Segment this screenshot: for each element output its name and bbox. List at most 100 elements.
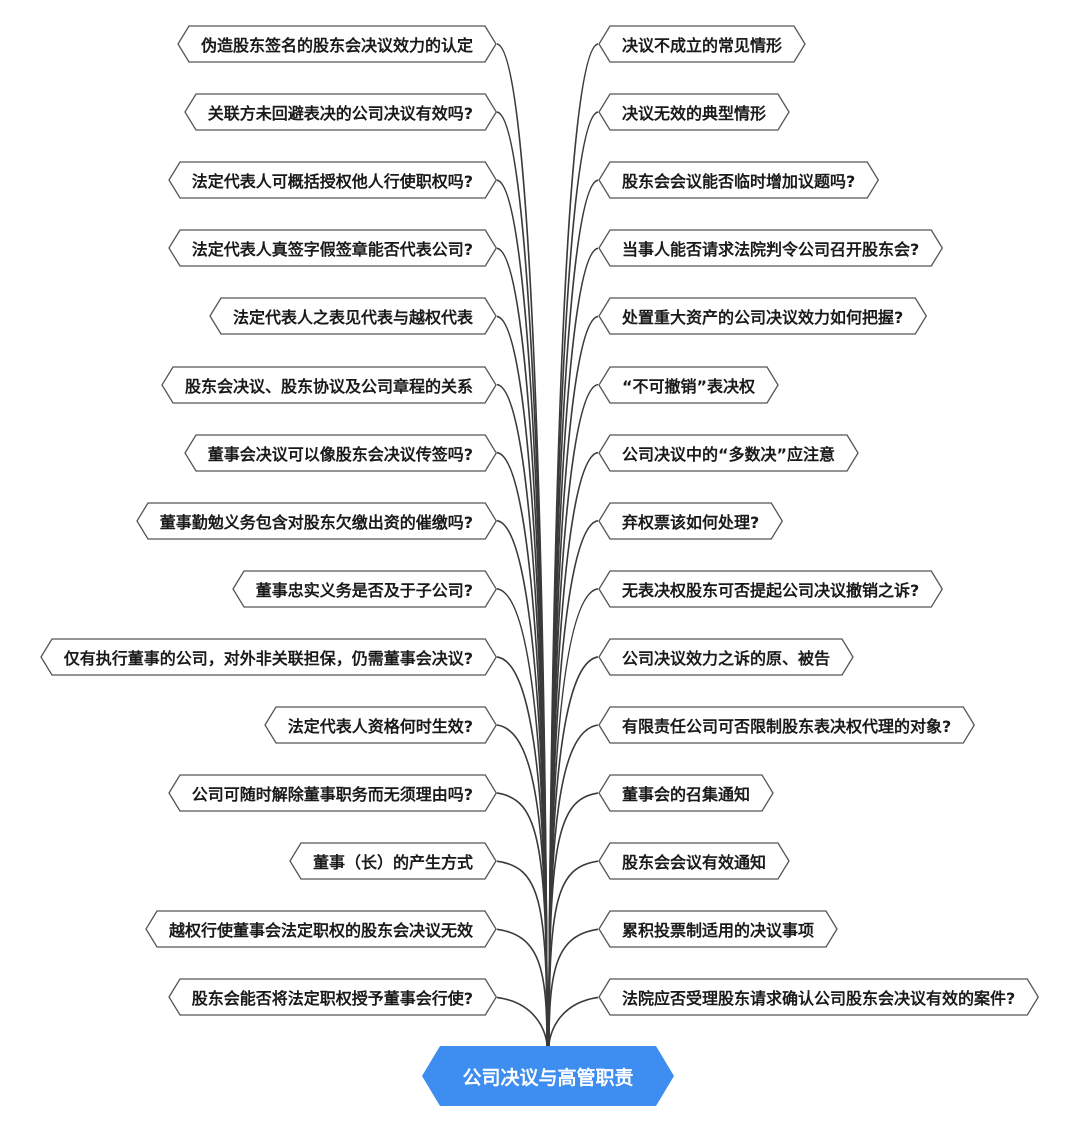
right-topic-node[interactable]: “不可撤销”表决权: [598, 365, 779, 404]
topic-shape: [289, 842, 497, 880]
right-topic-node[interactable]: 累积投票制适用的决议事项: [598, 910, 838, 948]
topic-label: 决议无效的典型情形: [621, 104, 766, 124]
topic-shape: [177, 25, 497, 63]
topic-label: 股东会决议、股东协议及公司章程的关系: [184, 376, 473, 396]
topic-label: 法定代表人可概括授权他人行使职权吗?: [191, 172, 473, 192]
topic-label: 处置重大资产的公司决议效力如何把握?: [621, 308, 904, 328]
topic-label: 股东会能否将法定职权授予董事会行使?: [191, 989, 473, 1009]
left-topic-node[interactable]: 关联方未回避表决的公司决议有效吗?: [183, 93, 497, 131]
topic-shape: [598, 297, 928, 336]
topic-shape: [135, 502, 497, 540]
topic-shape: [145, 910, 497, 948]
left-topic-node[interactable]: 伪造股东签名的股东会决议效力的认定: [177, 25, 497, 63]
connector-curve: [496, 860, 548, 1047]
left-topic-node[interactable]: 董事（长）的产生方式: [289, 842, 497, 880]
topic-label: 弃权票该如何处理?: [621, 512, 760, 532]
topic-shape: [598, 93, 790, 131]
connector-curve: [496, 928, 548, 1047]
topic-shape: [167, 978, 497, 1017]
root-shape: [422, 1046, 674, 1106]
root-topic-label: 公司决议与高管职责: [462, 1066, 634, 1089]
topic-shape: [598, 25, 806, 63]
topic-shape: [598, 229, 944, 267]
topic-shape: [598, 161, 880, 199]
topic-label: 董事（长）的产生方式: [312, 853, 473, 873]
topic-label: 董事会决议可以像股东会决议传签吗?: [207, 444, 473, 464]
topic-shape: [598, 842, 790, 880]
left-topic-node[interactable]: 法定代表人资格何时生效?: [263, 706, 497, 744]
left-topic-node[interactable]: 仅有执行董事的公司，对外非关联担保，仍需董事会决议?: [39, 638, 497, 676]
left-topic-node[interactable]: 公司可随时解除董事职务而无须理由吗?: [167, 774, 497, 812]
topic-shape: [231, 570, 497, 608]
right-topic-node[interactable]: 股东会会议有效通知: [598, 842, 790, 880]
topic-shape: [598, 706, 976, 744]
topic-label: 法定代表人之表见代表与越权代表: [232, 308, 473, 328]
topic-shape: [39, 638, 497, 676]
topic-shape: [598, 570, 944, 608]
connector-curve: [548, 928, 599, 1047]
topic-label: 股东会会议有效通知: [621, 853, 766, 873]
connector-curve: [548, 996, 599, 1047]
right-topic-node[interactable]: 董事会的召集通知: [598, 774, 774, 812]
right-topic-node[interactable]: 决议不成立的常见情形: [598, 25, 806, 63]
topic-label: 决议不成立的常见情形: [621, 36, 782, 55]
left-topic-node[interactable]: 股东会能否将法定职权授予董事会行使?: [167, 978, 497, 1017]
left-topic-node[interactable]: 越权行使董事会法定职权的股东会决议无效: [145, 910, 497, 948]
topic-label: 董事忠实义务是否及于子公司?: [255, 580, 473, 600]
topic-label: 法定代表人资格何时生效?: [287, 717, 473, 736]
right-topic-node[interactable]: 无表决权股东可否提起公司决议撤销之诉?: [598, 570, 944, 608]
connector-curve: [548, 860, 599, 1047]
left-topic-node[interactable]: 法定代表人真签字假签章能否代表公司?: [167, 229, 497, 267]
topic-label: 伪造股东签名的股东会决议效力的认定: [200, 36, 473, 55]
topic-label: 法院应否受理股东请求确认公司股东会决议有效的案件?: [621, 989, 1016, 1009]
left-topic-node[interactable]: 董事勤勉义务包含对股东欠缴出资的催缴吗?: [135, 502, 497, 540]
topic-label: 股东会会议能否临时增加议题吗?: [621, 172, 856, 192]
right-topic-node[interactable]: 有限责任公司可否限制股东表决权代理的对象?: [598, 706, 976, 744]
left-topic-node[interactable]: 股东会决议、股东协议及公司章程的关系: [161, 365, 497, 404]
topic-label: 越权行使董事会法定职权的股东会决议无效: [168, 921, 473, 941]
topic-label: 公司决议效力之诉的原、被告: [621, 648, 830, 668]
right-topic-node[interactable]: 法院应否受理股东请求确认公司股东会决议有效的案件?: [598, 978, 1040, 1017]
left-topic-node[interactable]: 董事忠实义务是否及于子公司?: [231, 570, 497, 608]
connector-curve: [496, 996, 548, 1047]
topic-shape: [209, 297, 497, 336]
topic-shape: [598, 978, 1040, 1017]
right-topic-node[interactable]: 决议无效的典型情形: [598, 93, 790, 131]
right-topic-node[interactable]: 公司决议效力之诉的原、被告: [598, 638, 854, 676]
right-topic-node[interactable]: 股东会会议能否临时增加议题吗?: [598, 161, 880, 199]
topic-shape: [598, 433, 859, 472]
topic-label: “不可撤销”表决权: [621, 376, 756, 396]
topic-shape: [598, 638, 854, 676]
topic-label: 公司决议中的“多数决”应注意: [621, 444, 836, 464]
topic-shape: [183, 433, 497, 472]
topic-label: 当事人能否请求法院判令公司召开股东会?: [621, 240, 920, 260]
topic-label: 累积投票制适用的决议事项: [621, 921, 814, 941]
topic-label: 关联方未回避表决的公司决议有效吗?: [207, 104, 473, 124]
topic-shape: [598, 365, 779, 404]
right-topic-node[interactable]: 处置重大资产的公司决议效力如何把握?: [598, 297, 928, 336]
topic-label: 无表决权股东可否提起公司决议撤销之诉?: [621, 580, 920, 600]
topic-label: 公司可随时解除董事职务而无须理由吗?: [191, 785, 473, 805]
root-topic[interactable]: 公司决议与高管职责: [422, 1046, 674, 1106]
topic-label: 仅有执行董事的公司，对外非关联担保，仍需董事会决议?: [63, 648, 473, 668]
topic-shape: [167, 161, 497, 199]
topic-shape: [167, 774, 497, 812]
left-topic-node[interactable]: 法定代表人可概括授权他人行使职权吗?: [167, 161, 497, 199]
topic-shape: [161, 365, 497, 404]
topic-label: 董事勤勉义务包含对股东欠缴出资的催缴吗?: [159, 512, 473, 532]
topic-label: 法定代表人真签字假签章能否代表公司?: [191, 240, 473, 260]
right-topic-node[interactable]: 公司决议中的“多数决”应注意: [598, 433, 859, 472]
left-topic-node[interactable]: 董事会决议可以像股东会决议传签吗?: [183, 433, 497, 472]
topic-shape: [183, 93, 497, 131]
topic-label: 有限责任公司可否限制股东表决权代理的对象?: [621, 717, 952, 736]
topic-shape: [598, 774, 774, 812]
topic-shape: [263, 706, 497, 744]
topic-label: 董事会的召集通知: [621, 785, 750, 805]
right-topic-node[interactable]: 当事人能否请求法院判令公司召开股东会?: [598, 229, 944, 267]
right-topic-node[interactable]: 弃权票该如何处理?: [598, 502, 784, 540]
topic-shape: [598, 502, 784, 540]
topic-shape: [167, 229, 497, 267]
left-topic-node[interactable]: 法定代表人之表见代表与越权代表: [209, 297, 497, 336]
